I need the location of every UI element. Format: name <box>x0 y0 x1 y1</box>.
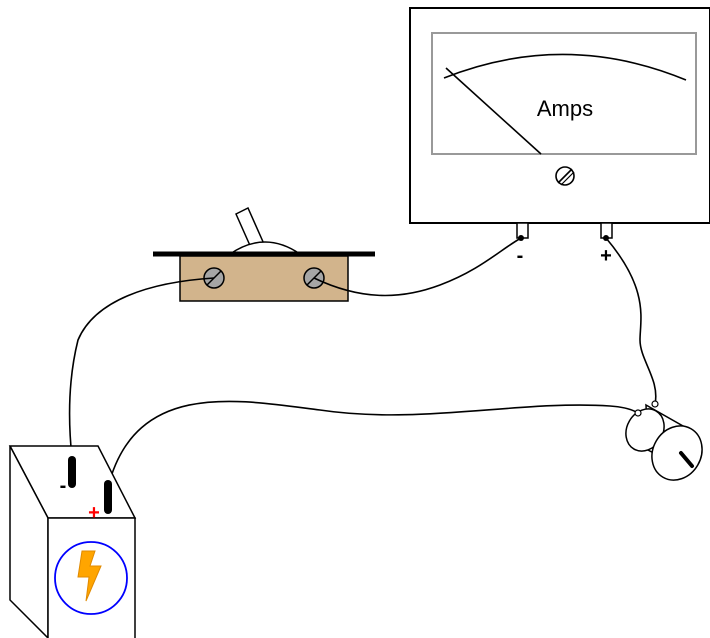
rheostat-terminal-right[interactable] <box>651 400 659 408</box>
ammeter-positive-label: + <box>600 245 612 267</box>
wires <box>68 237 657 481</box>
rheostat-knob-face[interactable] <box>642 417 710 489</box>
ammeter-scale-window <box>431 32 697 155</box>
battery-positive-label: + <box>88 502 100 524</box>
ammeter-negative-label: - <box>517 245 524 267</box>
ammeter-negative-terminal[interactable] <box>516 222 529 241</box>
ammeter: Amps - + <box>409 7 710 267</box>
wire-switch-to-meter-negative[interactable] <box>313 237 522 297</box>
battery-negative-label: - <box>60 475 67 497</box>
lightning-bolt-icon <box>77 550 102 602</box>
battery-side <box>9 445 49 638</box>
ammeter-needle <box>445 67 542 155</box>
battery: - + <box>8 445 137 638</box>
ammeter-scale-arc <box>443 53 687 81</box>
toggle-switch[interactable] <box>153 206 375 302</box>
zero-adjust-screw-icon[interactable] <box>555 166 575 186</box>
rheostat-terminal-left[interactable] <box>634 409 642 417</box>
wire-battery-negative-to-switch[interactable] <box>68 277 215 459</box>
switch-dome <box>229 241 301 255</box>
rheostat[interactable] <box>618 400 710 489</box>
ammeter-scale-label: Amps <box>537 96 593 121</box>
wire-meter-positive-to-rheostat[interactable] <box>605 237 657 405</box>
wire-battery-positive-to-rheostat[interactable] <box>109 400 639 481</box>
rheostat-knob-pointer[interactable] <box>679 451 694 468</box>
